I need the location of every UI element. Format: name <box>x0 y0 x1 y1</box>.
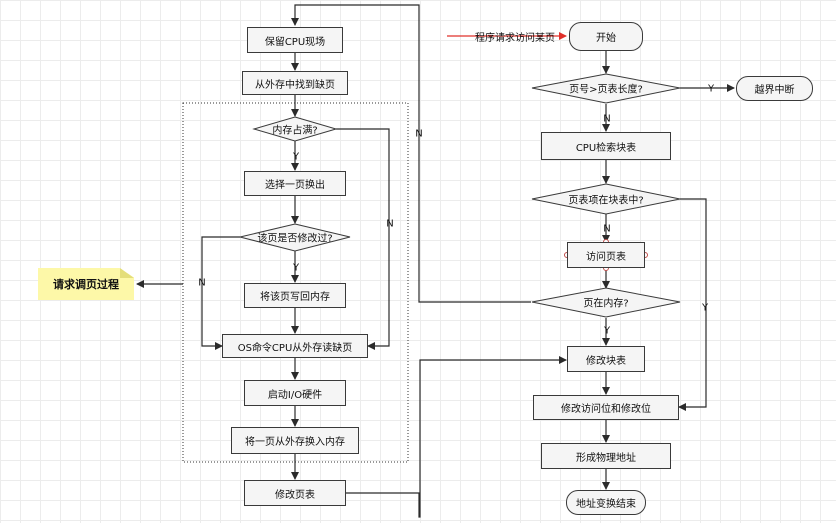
out-of-bounds-node: 越界中断 <box>736 76 813 101</box>
cpu-search-box: CPU检索块表 <box>541 132 671 160</box>
label-y-page-len: Y <box>707 83 715 95</box>
page-len-diamond <box>531 73 681 104</box>
label-y-mem-full: Y <box>292 151 300 163</box>
select-page-box: 选择一页换出 <box>244 171 346 196</box>
start-node: 开始 <box>569 22 643 51</box>
in-memory-diamond <box>531 287 681 318</box>
mem-full-diamond <box>252 116 338 142</box>
write-back-box: 将该页写回内存 <box>244 283 346 308</box>
page-modified-text: 该页是否修改过? <box>257 233 333 245</box>
label-y-in-memory: Y <box>603 325 611 337</box>
in-tlb-diamond <box>531 183 681 215</box>
update-table-box: 修改页表 <box>244 480 346 506</box>
note-fold <box>120 268 134 278</box>
save-cpu-box: 保留CPU现场 <box>247 27 343 53</box>
request-label: 程序请求访问某页 <box>475 33 555 44</box>
swap-in-box: 将一页从外存换入内存 <box>231 427 359 454</box>
label-n-return: N <box>415 128 423 140</box>
access-table-box: 访问页表 <box>567 242 645 268</box>
label-n-modified: N <box>198 277 206 289</box>
label-y-modified: Y <box>292 262 300 274</box>
label-y-in-tlb: Y <box>701 302 709 314</box>
page-len-text: 页号>页表长度? <box>569 84 643 96</box>
page-modified-diamond <box>239 223 351 252</box>
label-n-page-len: N <box>603 113 611 125</box>
modify-tlb-box: 修改块表 <box>567 346 645 372</box>
label-n-mem-full: N <box>386 218 394 230</box>
os-command-box: OS命令CPU从外存读缺页 <box>222 334 368 358</box>
find-page-box: 从外存中找到缺页 <box>242 71 348 95</box>
start-io-box: 启动I/O硬件 <box>244 380 346 406</box>
note-demand-paging: 请求调页过程 <box>38 268 134 300</box>
modify-bits-box: 修改访问位和修改位 <box>533 395 679 420</box>
in-tlb-text: 页表项在块表中? <box>568 195 644 207</box>
label-n-in-tlb: N <box>603 223 611 235</box>
in-memory-text: 页在内存? <box>583 298 629 310</box>
mem-full-text: 内存占满? <box>272 125 318 137</box>
physical-addr-box: 形成物理地址 <box>541 443 671 469</box>
end-node: 地址变换结束 <box>566 490 646 515</box>
